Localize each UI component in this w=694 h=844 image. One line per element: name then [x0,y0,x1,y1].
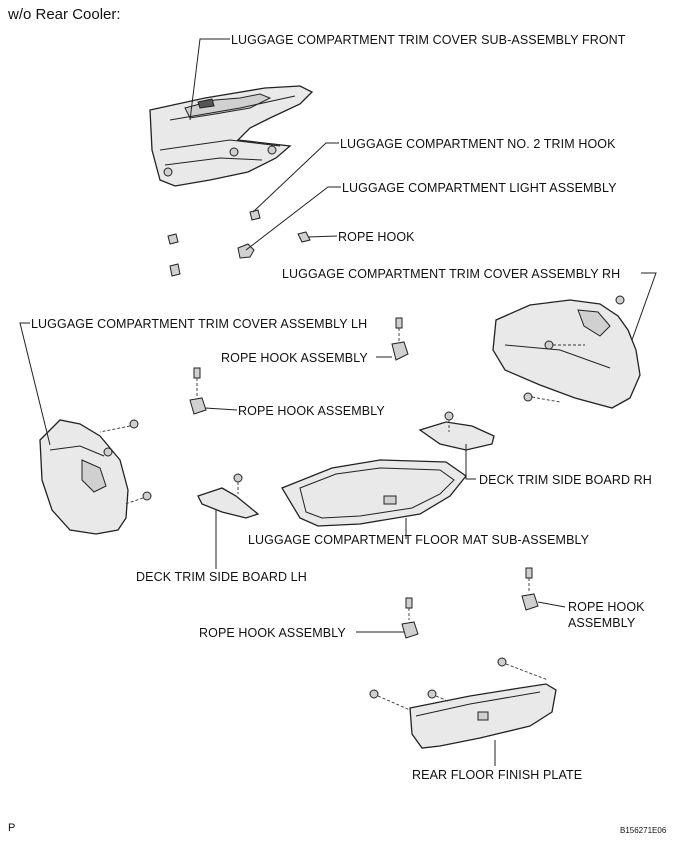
label-light-assembly: LUGGAGE COMPARTMENT LIGHT ASSEMBLY [342,181,617,195]
leader-lines [19,38,657,766]
label-rear-floor-finish-plate: REAR FLOOR FINISH PLATE [412,768,583,782]
rear-floor-finish-plate-part [369,657,557,749]
rope-hook-assembly-part-2 [189,367,207,415]
rope-hook-assembly-part-4 [401,597,419,639]
no2-trim-hook-part [249,209,261,221]
label-deck-board-rh: DECK TRIM SIDE BOARD RH [479,473,652,487]
label-rope-hook-assembly-3: ROPE HOOK ASSEMBLY [199,626,346,640]
label-trim-cover-front: LUGGAGE COMPARTMENT TRIM COVER SUB-ASSEM… [231,33,626,47]
label-trim-cover-rh: LUGGAGE COMPARTMENT TRIM COVER ASSEMBLY … [282,267,621,281]
trim-cover-lh-part [39,419,152,535]
label-rope-hook-top: ROPE HOOK [338,230,415,244]
diagram-note: w/o Rear Cooler: [8,6,121,23]
deck-board-lh-part [197,473,260,519]
deck-board-rh-part [418,411,495,451]
label-no2-trim-hook: LUGGAGE COMPARTMENT NO. 2 TRIM HOOK [340,137,616,151]
label-floor-mat: LUGGAGE COMPARTMENT FLOOR MAT SUB-ASSEMB… [248,533,590,547]
label-rope-hook-assembly-right-line1: ROPE HOOK [568,600,645,614]
rope-hook-part-top [297,231,311,243]
label-rope-hook-assembly-right-line2: ASSEMBLY [568,616,636,630]
trim-cover-rh-part [492,295,641,409]
clip-parts-left [167,233,181,277]
footer-left-code: P [8,822,16,834]
label-trim-cover-lh: LUGGAGE COMPARTMENT TRIM COVER ASSEMBLY … [31,317,368,331]
label-rope-hook-assembly-2: ROPE HOOK ASSEMBLY [238,404,385,418]
rope-hook-assembly-part-3 [521,567,539,611]
footer-figure-id: B156271E06 [620,826,667,835]
floor-mat-part [281,459,467,527]
label-rope-hook-assembly-1: ROPE HOOK ASSEMBLY [221,351,368,365]
label-deck-board-lh: DECK TRIM SIDE BOARD LH [136,570,307,584]
trim-cover-front-part [149,85,314,187]
rope-hook-assembly-part-1 [391,317,409,361]
